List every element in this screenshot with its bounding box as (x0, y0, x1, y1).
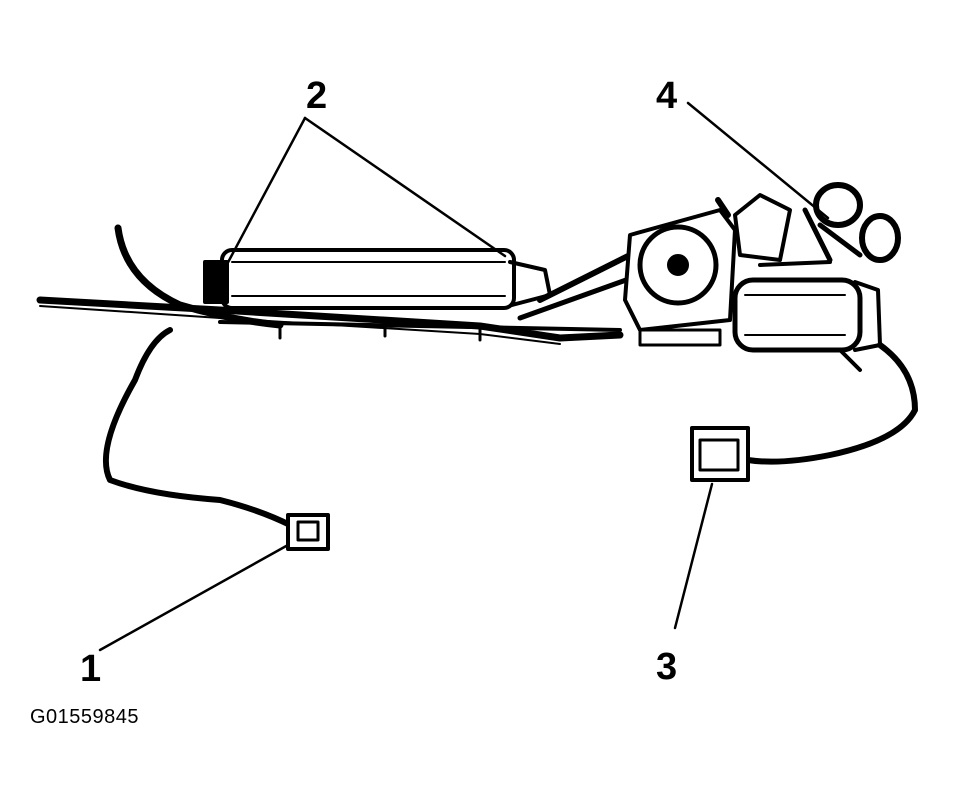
curved-wire (114, 224, 284, 329)
harness-wire-right (745, 342, 918, 465)
rear-motor (732, 277, 882, 372)
callout-3: 3 (656, 646, 678, 688)
horizontal-motor (203, 248, 552, 310)
drive-cable (517, 272, 643, 321)
seat-track-rail (36, 296, 624, 345)
figure-id-label: G01559845 (30, 706, 140, 728)
callout-4: 4 (656, 75, 678, 117)
harness-wire-left (102, 327, 293, 528)
gearbox (623, 197, 737, 347)
top-connector-cluster (733, 182, 901, 267)
callout-2: 2 (306, 75, 328, 117)
callout-1: 1 (80, 648, 102, 690)
leader-lines (98, 101, 830, 652)
connector-1 (286, 513, 330, 551)
connector-3 (690, 426, 750, 482)
drive-cable (537, 252, 633, 303)
